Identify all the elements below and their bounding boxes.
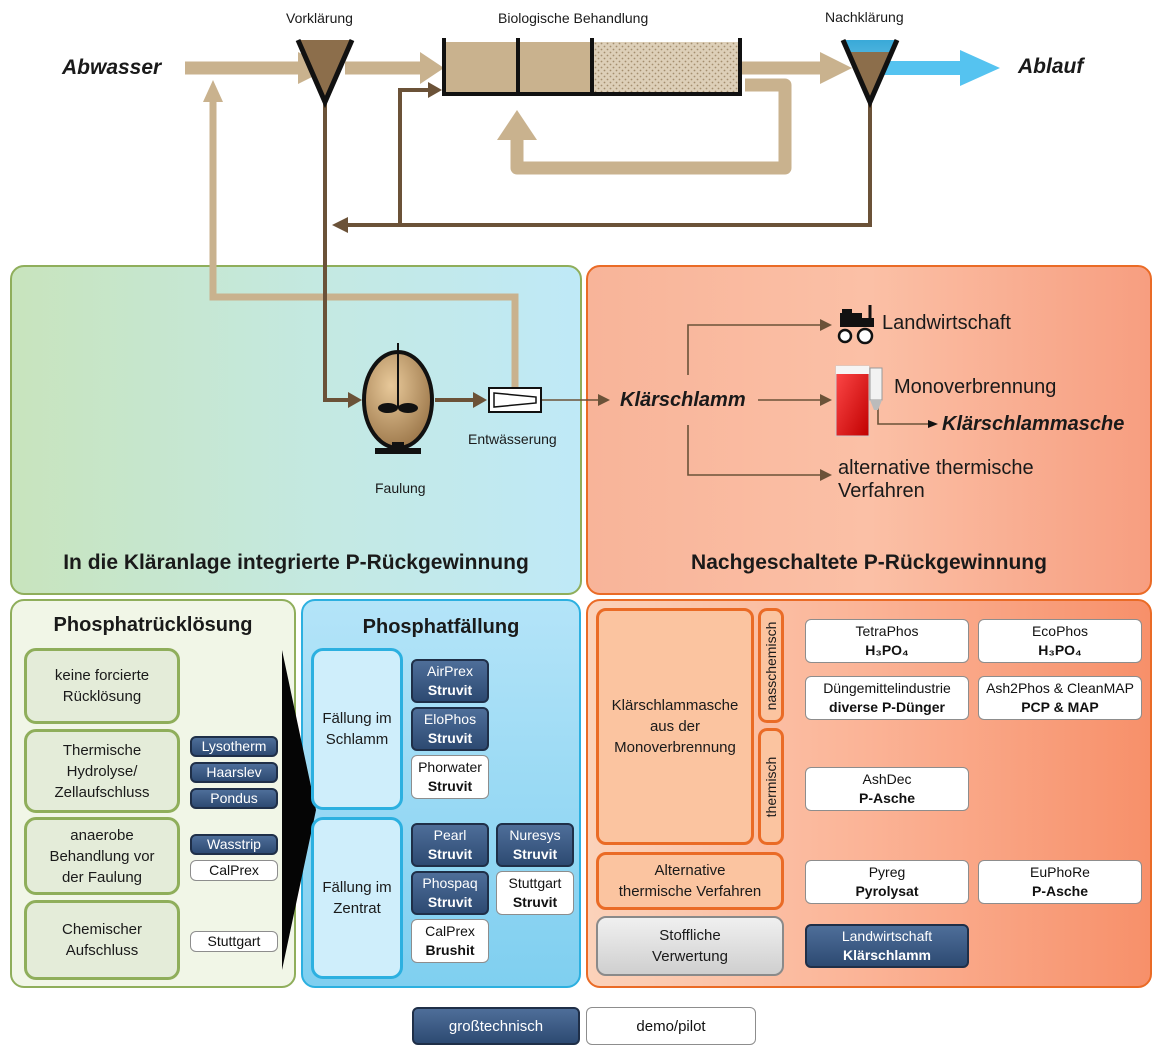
flow-arrowhead (820, 52, 852, 84)
digester-tank (362, 343, 434, 454)
effluent-arrowhead (960, 50, 1000, 86)
landwirtschaft-label: Landwirtschaft (882, 312, 1011, 334)
transition-arrow (282, 650, 316, 970)
faulung-label: Faulung (375, 480, 426, 496)
rueckloesung-title: Phosphatrücklösung (53, 614, 253, 636)
return-arrowhead (203, 80, 223, 102)
sludge-flow-line (323, 88, 872, 402)
sludge-route-lines (687, 324, 930, 476)
primary-clarifier (295, 39, 355, 109)
process-flow-diagram (185, 38, 1000, 481)
process-tag: Lysotherm (190, 736, 278, 757)
monoverbrennung-label: Monoverbrennung (894, 376, 1057, 398)
flow-arrowhead (420, 52, 444, 84)
klaerschlamm-label: Klärschlamm (620, 389, 746, 411)
vorklaerung-label: Vorklärung (286, 10, 353, 26)
integrated-recovery-panel (10, 265, 582, 595)
ablauf-label: Ablauf (1018, 55, 1084, 78)
process-tag: CalPrex (190, 860, 278, 881)
process-tag: Haarslev (190, 762, 278, 783)
return-arrowhead (497, 110, 537, 140)
integrated-recovery-title: In die Kläranlage integrierte P-Rückgewi… (63, 551, 529, 574)
main-flow-line (185, 61, 825, 392)
thermisch-label-box: thermisch (758, 728, 784, 845)
process-tag: Stuttgart (190, 931, 278, 952)
incinerator-icon (835, 365, 883, 437)
nachklaerung-label: Nachklärung (825, 9, 904, 25)
legend-demo-pilot: demo/pilot (586, 1007, 756, 1045)
klaerschlammasche-label: Klärschlammasche (942, 413, 1125, 435)
entwaesserung-label: Entwässerung (468, 431, 557, 447)
faellung-title: Phosphatfällung (362, 616, 520, 638)
tractor-icon (837, 305, 874, 345)
nasschemisch-label-box: nasschemisch (758, 608, 784, 723)
process-tag: Wasstrip (190, 834, 278, 855)
biological-basin (442, 38, 742, 96)
alt-thermal-label-1: alternative thermische (838, 457, 1034, 479)
alt-thermal-label-2: Verfahren (838, 480, 925, 502)
legend-large-scale: großtechnisch (412, 1007, 580, 1045)
secondary-clarifier (840, 39, 900, 109)
effluent-line (882, 61, 962, 75)
abwasser-label: Abwasser (62, 56, 162, 79)
process-tag: Pondus (190, 788, 278, 809)
downstream-recovery-title: Nachgeschaltete P-Rückgewinnung (691, 551, 1047, 574)
dewatering-unit (488, 387, 542, 413)
biological-treatment-label: Biologische Behandlung (498, 10, 649, 26)
